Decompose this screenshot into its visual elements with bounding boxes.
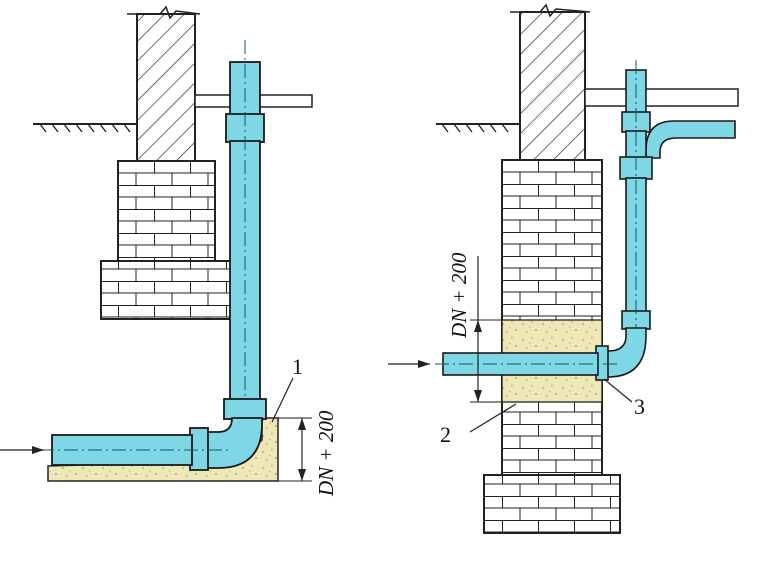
right-foundation-wall xyxy=(501,159,603,477)
right-wall xyxy=(519,11,586,161)
callout-3-leader xyxy=(603,378,633,403)
left-dimension: DN + 200 xyxy=(278,410,338,497)
right-foundation-footing xyxy=(483,474,621,534)
left-flow-arrow xyxy=(0,446,44,454)
left-elbow xyxy=(204,417,263,469)
callout-1-leader xyxy=(271,377,294,423)
left-horizontal-pipe xyxy=(40,427,230,471)
right-elbow xyxy=(603,327,647,378)
right-dimension-label: DN + 200 xyxy=(447,252,471,339)
left-ground-line xyxy=(33,123,137,133)
left-foundation-footing xyxy=(100,260,232,320)
left-dimension-label: DN + 200 xyxy=(314,410,338,497)
right-flow-arrow xyxy=(388,360,430,368)
right-vertical-pipe xyxy=(619,60,653,330)
left-wall xyxy=(136,13,196,163)
left-wall-break xyxy=(127,5,201,20)
left-figure: 1 DN + 200 xyxy=(0,5,338,497)
callout-3-label: 3 xyxy=(634,394,645,419)
right-wall-rod xyxy=(584,88,739,107)
left-foundation-upper xyxy=(117,160,216,263)
callout-2-label: 2 xyxy=(440,422,451,447)
right-dimension: DN + 200 xyxy=(447,252,502,403)
right-wall-break xyxy=(510,3,591,18)
left-vertical-pipe xyxy=(223,40,267,420)
callout-2-leader xyxy=(469,403,517,433)
right-ground-line xyxy=(436,123,520,133)
right-horizontal-pipe xyxy=(435,345,620,381)
right-figure: DN + 200 2 3 xyxy=(388,3,739,534)
right-branch-pipe xyxy=(645,120,736,159)
callout-1-label: 1 xyxy=(292,354,303,379)
